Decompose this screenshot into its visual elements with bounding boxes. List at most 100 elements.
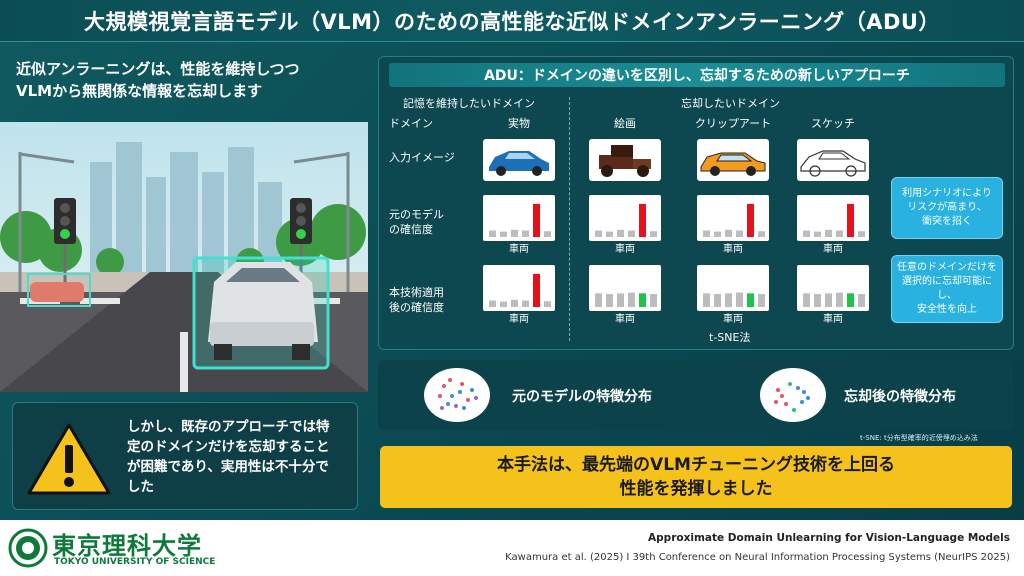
confidence-bar-3 [836, 292, 843, 307]
confidence-bar-0 [803, 293, 810, 307]
sketch-car-image [800, 150, 866, 177]
university-name-jp: 東京理科大学 [52, 531, 202, 560]
confidence-bar-4 [847, 293, 854, 307]
row-label-input: 入力イメージ [389, 151, 455, 164]
adu-panel: ADU：ドメインの違いを区別し、忘却するための新しいアプローチ 記憶を維持したい… [378, 56, 1014, 350]
paper-title: Approximate Domain Unlearning for Vision… [648, 532, 1010, 544]
warning-icon [27, 423, 111, 495]
row-label-original-1: 元のモデル [389, 208, 444, 221]
risk-bubble-line-2: リスクが高まり、 [907, 202, 987, 213]
confidence-bar-0 [703, 293, 710, 307]
confidence-bar-4 [533, 203, 540, 237]
row-label-adu-1: 本技術適用 [389, 286, 444, 299]
result-box: 本手法は、最先端のVLMチューニング技術を上回る 性能を発揮しました [380, 446, 1012, 508]
safety-bubble: 任意のドメインだけを 選択的に忘却可能にし、 安全性を向上 [891, 255, 1003, 323]
adu-conf-real [483, 265, 555, 311]
warning-line-3: が困難であり、実用性は不十分で [127, 459, 329, 475]
confidence-bar-3 [836, 230, 843, 237]
confidence-bar-1 [500, 301, 507, 307]
confidence-bar-3 [522, 300, 529, 307]
adu-conf-sketch-bars [803, 292, 865, 307]
confidence-bar-2 [511, 229, 518, 237]
section-divider [569, 97, 570, 341]
original-conf-real-bars [489, 203, 551, 237]
risk-bubble: 利用シナリオにより リスクが高まり、 衝突を招く [891, 177, 1003, 239]
confidence-bar-4 [533, 273, 540, 307]
bar-label-orig-sketch: 車両 [823, 244, 843, 255]
bar-label-orig-real: 車両 [509, 244, 529, 255]
confidence-bar-1 [500, 231, 507, 237]
input-image-clipart [697, 139, 769, 181]
citation: Kawamura et al. (2025) I 39th Conference… [505, 552, 1010, 563]
confidence-bar-2 [825, 229, 832, 237]
confidence-bar-3 [736, 292, 743, 307]
confidence-bar-2 [617, 293, 624, 307]
adu-conf-painting-bars [595, 292, 657, 307]
adu-conf-clipart [697, 265, 769, 311]
bar-label-adu-painting: 車両 [615, 314, 635, 325]
confidence-bar-4 [639, 203, 646, 237]
lead-line-2: VLMから無関係な情報を忘却します [16, 82, 263, 100]
confidence-bar-5 [650, 294, 657, 307]
warning-line-1: しかし、既存のアプローチでは特 [127, 419, 330, 435]
confidence-bar-3 [736, 230, 743, 237]
risk-bubble-line-3: 衝突を招く [922, 216, 972, 227]
adu-conf-sketch [797, 265, 869, 311]
row-label-adu-2: 後の確信度 [389, 301, 444, 314]
university-name-en: TOKYO UNIVERSITY OF SCIENCE [54, 557, 216, 567]
bar-label-orig-painting: 車両 [615, 244, 635, 255]
original-conf-sketch [797, 195, 869, 241]
confidence-bar-4 [747, 203, 754, 237]
confidence-bar-2 [725, 293, 732, 307]
confidence-bar-1 [814, 294, 821, 307]
confidence-bar-2 [825, 293, 832, 307]
confidence-bar-0 [803, 230, 810, 237]
confidence-bar-1 [606, 231, 613, 237]
domain-real: 実物 [508, 117, 530, 130]
adu-conf-real-bars [489, 273, 551, 307]
original-conf-clipart-bars [703, 203, 765, 237]
confidence-bar-5 [758, 294, 765, 307]
confidence-bar-2 [617, 229, 624, 237]
confidence-bar-4 [847, 203, 854, 237]
result-line-2: 性能を発揮しました [619, 479, 773, 499]
original-conf-clipart [697, 195, 769, 241]
domain-sketch: スケッチ [811, 117, 855, 130]
warning-text: しかし、既存のアプローチでは特 定のドメインだけを忘却すること が困難であり、実… [127, 417, 353, 497]
original-conf-painting [589, 195, 661, 241]
footer: 東京理科大学 TOKYO UNIVERSITY OF SCIENCE Appro… [0, 520, 1024, 576]
confidence-bar-3 [628, 230, 635, 237]
input-image-painting [589, 139, 661, 181]
title-bar: 大規模視覚言語モデル（VLM）のための高性能な近似ドメインアンラーニング（ADU… [0, 0, 1024, 42]
street-scene-illustration [0, 122, 368, 392]
result-line-1: 本手法は、最先端のVLMチューニング技術を上回る [497, 455, 895, 475]
warning-box: しかし、既存のアプローチでは特 定のドメインだけを忘却すること が困難であり、実… [12, 402, 358, 510]
original-conf-painting-bars [595, 203, 657, 237]
feature-distribution-row: 元のモデルの特徴分布 忘却後の特徴分布 [378, 360, 1014, 430]
confidence-bar-1 [714, 231, 721, 237]
method-label: t-SNE法 [709, 331, 751, 344]
confidence-bar-0 [595, 230, 602, 237]
page-title: 大規模視覚言語モデル（VLM）のための高性能な近似ドメインアンラーニング（ADU… [84, 9, 940, 34]
clipart-car-image [700, 152, 766, 176]
confidence-bar-5 [650, 231, 657, 237]
confidence-bar-5 [544, 301, 551, 307]
row-label-original: 元のモデル の確信度 [389, 207, 444, 237]
input-image-real [483, 139, 555, 181]
confidence-bar-5 [758, 231, 765, 237]
after-distribution-scatter [760, 368, 826, 422]
tsne-note: t-SNE: t分布型確率的近傍埋め込み法 [860, 434, 978, 442]
lead-line-1: 近似アンラーニングは、性能を維持しつつ [16, 60, 300, 78]
confidence-bar-2 [725, 229, 732, 237]
confidence-bar-1 [606, 294, 613, 307]
confidence-bar-5 [858, 294, 865, 307]
painting-car-image [599, 145, 651, 177]
domain-painting: 絵画 [614, 117, 636, 130]
risk-bubble-line-1: 利用シナリオにより [902, 188, 992, 199]
forget-domain-header: 忘却したいドメイン [681, 97, 780, 110]
confidence-bar-0 [595, 293, 602, 307]
confidence-bar-4 [747, 293, 754, 307]
row-label-original-2: の確信度 [389, 223, 433, 236]
safety-bubble-line-3: 安全性を向上 [917, 304, 977, 315]
warning-line-2: 定のドメインだけを忘却すること [127, 439, 330, 455]
